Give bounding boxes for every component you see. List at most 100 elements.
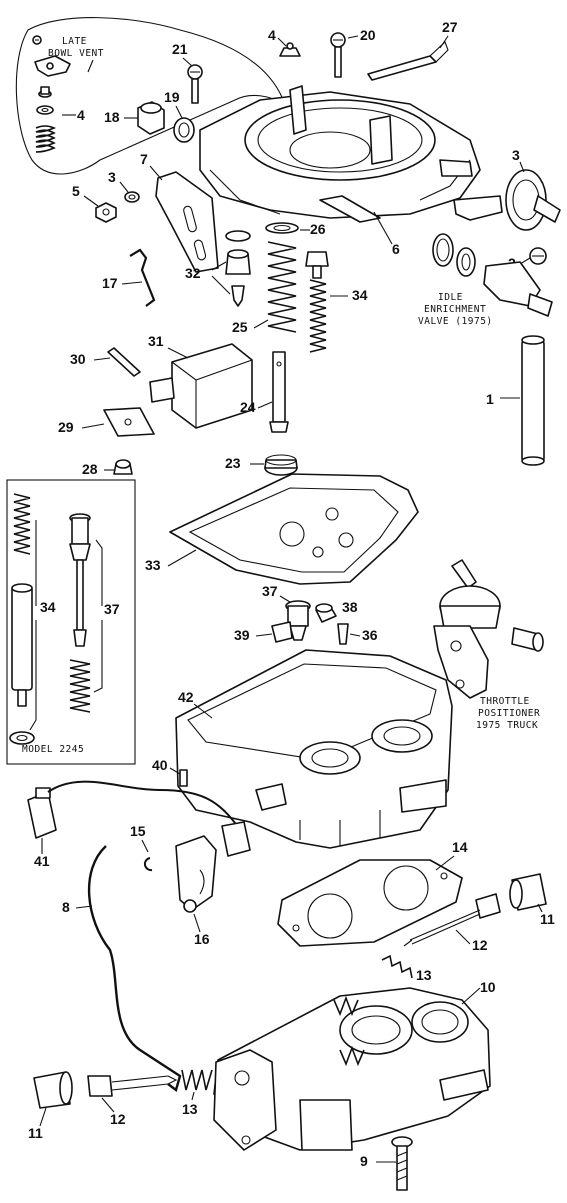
part-7-bracket: 7 [140,151,219,273]
callout-27: 27 [442,19,458,35]
callout-25: 25 [232,319,248,335]
callout-4a: 4 [268,27,276,43]
part-32-needle-seat: 32 [185,230,251,307]
late-bowl-vent-inset: LATE BOWL VENT 4 [15,17,287,175]
callout-30: 30 [70,351,86,367]
callout-26: 26 [310,221,326,237]
callout-21: 21 [172,41,188,57]
part-13-left-spring: 13 [181,1069,213,1117]
throttle-positioner: THROTTLE POSITIONER 1975 TRUCK [433,559,544,731]
part-11-right-cap: 11 [509,873,555,927]
idle-caption-1: IDLE [438,292,463,303]
callout-13a: 13 [416,967,432,983]
part-15-clip: 15 [130,823,153,872]
callout-23: 23 [225,455,241,471]
part-30-pin: 30 [70,347,141,377]
part-12-right-screw: 12 [403,893,501,953]
part-24-pump-shaft: 24 [240,351,289,433]
part-27-rod: 27 [367,19,458,81]
part-12-left-screw: 12 [87,1075,178,1127]
callout-34a: 34 [352,287,368,303]
part-9-screw: 9 [360,1136,413,1191]
callout-32: 32 [185,265,201,281]
part-19-washer: 19 [164,89,195,143]
part-6-washer: 3 [108,169,140,203]
part-28-screw: 28 [82,459,133,477]
model-2245-inset: 34 37 MODEL 2245 [6,479,136,765]
callout-1: 1 [486,391,494,407]
part-38-plug: 38 [315,599,358,623]
part-39-plug: 39 [234,621,293,643]
part-34-pump-rod: 34 [305,251,368,353]
part-1-tube: 1 [486,335,545,466]
callout-20: 20 [360,27,376,43]
callout-42: 42 [178,689,194,705]
part-42-main-body: 42 [175,649,453,849]
part-31-float: 31 [148,333,253,429]
part-33-gasket: 33 [145,473,419,585]
callout-12b: 12 [110,1111,126,1127]
callout-37b: 37 [104,601,120,617]
part-36-needle: 36 [337,623,378,645]
idle-caption-3: VALVE (1975) [418,316,493,327]
model-caption: MODEL 2245 [22,744,84,755]
idle-caption-2: ENRICHMENT [424,304,486,315]
callout-31: 31 [148,333,164,349]
callout-17: 17 [102,275,118,291]
callout-3: 3 [512,147,520,163]
callout-15: 15 [130,823,146,839]
throttle-caption-1: THROTTLE [480,696,530,707]
part-37-check-valve: 37 [262,583,311,641]
part-14-gasket: 14 [277,839,468,947]
callout-13b: 13 [182,1101,198,1117]
callout-40: 40 [152,757,168,773]
throttle-caption-3: 1975 TRUCK [476,720,538,731]
callout-5: 5 [72,183,80,199]
callout-11a: 11 [540,911,555,927]
late-bowl-vent-caption-1: LATE [62,36,87,47]
vent-seal [36,105,54,115]
part-3-dashpot: 3 [453,147,561,231]
callout-18: 18 [104,109,120,125]
vent-spring [35,125,56,153]
part-20-screw: 20 [330,27,376,78]
callout-16: 16 [194,931,210,947]
part-4-vent-plug: 4 [268,27,301,57]
part-18-fitting: 18 [104,101,165,135]
throttle-caption-2: POSITIONER [478,708,540,719]
callout-24: 24 [240,399,256,415]
callout-39: 39 [234,627,250,643]
part-5-nut: 5 [72,183,117,223]
callout-6: 3 [108,169,116,185]
part-41-solenoid: 41 [27,780,251,869]
part-21-screw: 21 [172,41,203,104]
part-26-seal: 26 [265,221,326,237]
idle-enrichment-valve: IDLE ENRICHMENT VALVE (1975) [418,233,553,327]
callout-9: 9 [360,1153,368,1169]
part-35-air-horn: 6 [199,85,481,257]
vent-screw [32,35,42,45]
callout-34b: 34 [40,599,56,615]
callout-19: 19 [164,89,180,105]
part-13-right-spring: 13 [381,954,432,983]
late-bowl-vent-caption-2: BOWL VENT [48,48,104,59]
callout-29: 29 [58,419,74,435]
callout-10: 10 [480,979,496,995]
callout-36: 36 [362,627,378,643]
part-8-choke-rod: 8 [62,845,182,1093]
callout-8: 8 [62,899,70,915]
part-40-pin: 40 [152,757,188,787]
callout-11b: 11 [28,1125,43,1141]
part-10-throttle-body: 10 [213,979,496,1151]
callout-12a: 12 [472,937,488,953]
part-16-cam: 16 [175,835,217,947]
callout-35: 6 [392,241,400,257]
callout-4b: 4 [77,107,85,123]
callout-14: 14 [452,839,468,855]
callout-37a: 37 [262,583,278,599]
callout-33: 33 [145,557,161,573]
part-25-spring: 25 [232,241,297,335]
callout-41: 41 [34,853,50,869]
